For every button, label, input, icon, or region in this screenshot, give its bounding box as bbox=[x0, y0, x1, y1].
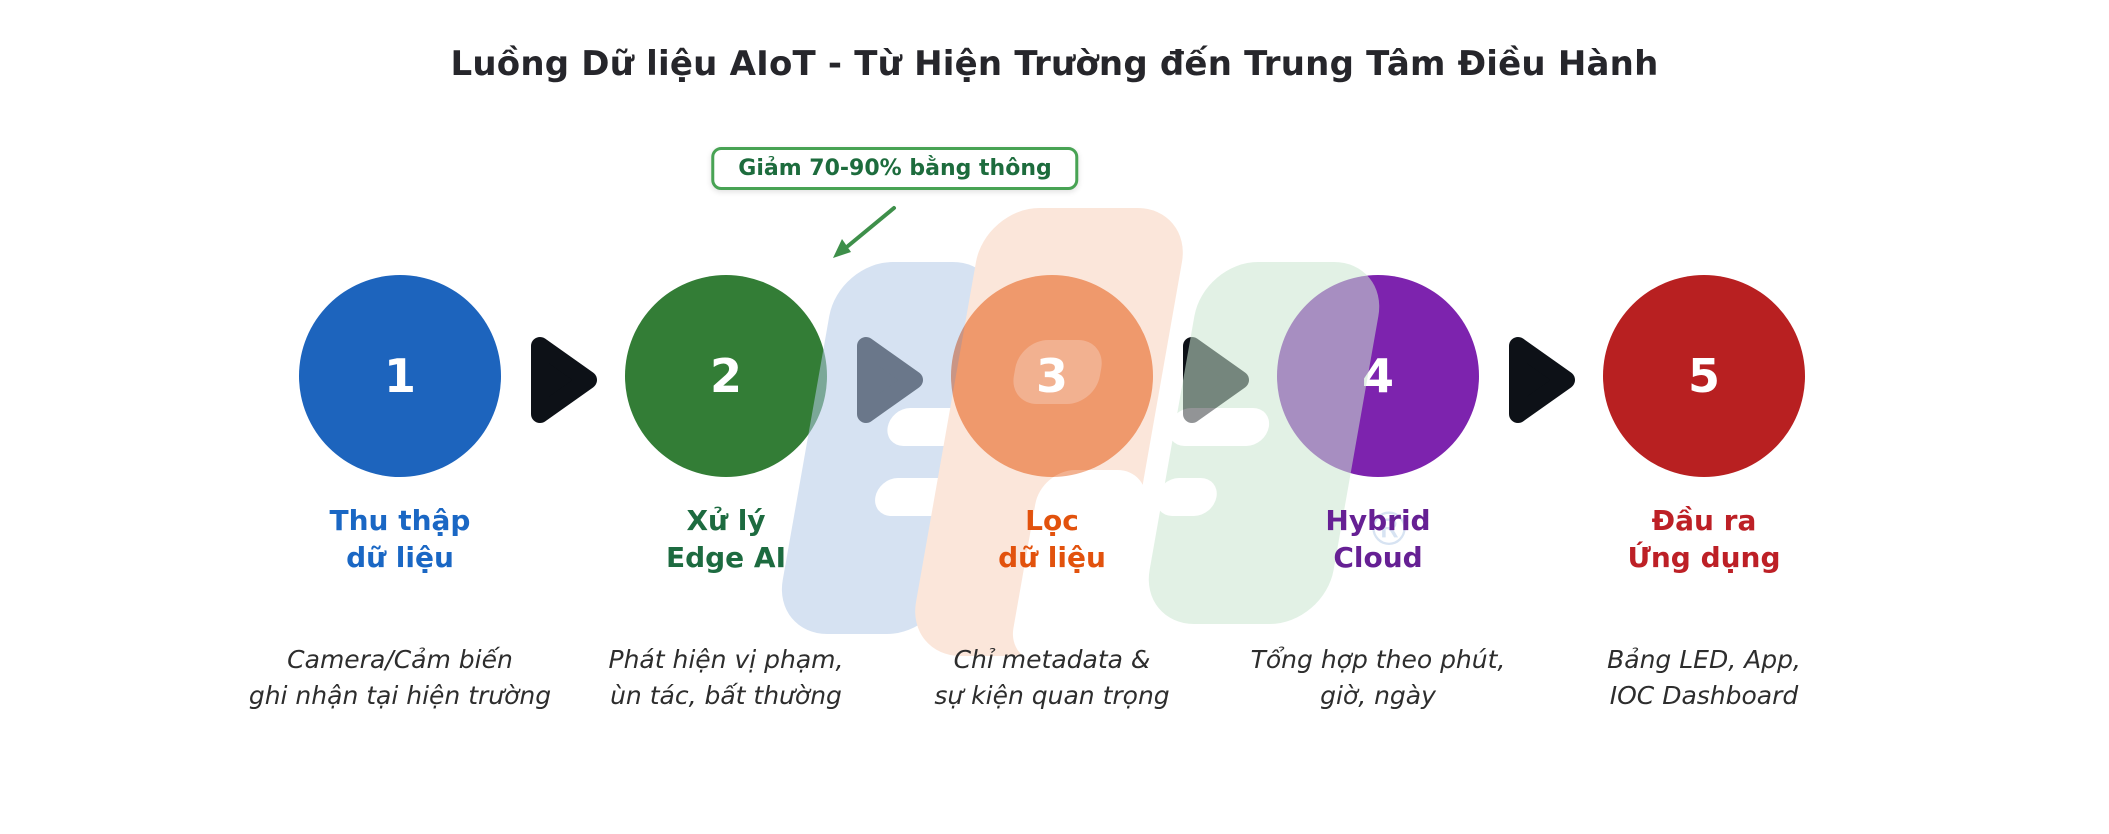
step-3-description: Chỉ metadata & sự kiện quan trọng bbox=[934, 645, 1170, 710]
step-4-description: Tổng hợp theo phút, giờ, ngày bbox=[1250, 645, 1506, 710]
step-2-description: Phát hiện vị phạm, ùn tác, bất thường bbox=[608, 645, 844, 710]
flow-arrow-icon bbox=[1183, 337, 1249, 423]
step-1-number: 1 bbox=[383, 349, 416, 403]
step-2-number: 2 bbox=[709, 349, 742, 403]
step-3-circle: 3 bbox=[951, 275, 1153, 477]
step-4-label: Hybrid Cloud bbox=[1325, 504, 1431, 574]
step-2-label: Xử lý Edge AI bbox=[665, 504, 787, 574]
step-3-number: 3 bbox=[1035, 349, 1068, 403]
step-5-circle: 5 bbox=[1603, 275, 1805, 477]
step-2-circle: 2 bbox=[625, 275, 827, 477]
annotation-arrow-icon bbox=[833, 206, 896, 258]
step-1-description: Camera/Cảm biến ghi nhận tại hiện trường bbox=[248, 645, 552, 710]
step-5-description: Bảng LED, App, IOC Dashboard bbox=[1607, 645, 1801, 710]
step-1-label: Thu thập dữ liệu bbox=[329, 504, 471, 574]
step-5-number: 5 bbox=[1687, 349, 1720, 403]
step-4-circle: 4 bbox=[1277, 275, 1479, 477]
step-5-label: Đầu ra Ứng dụng bbox=[1627, 504, 1781, 574]
flow-arrow-icon bbox=[1509, 337, 1575, 423]
step-3-label: Lọc dữ liệu bbox=[998, 504, 1106, 574]
flow-arrow-icon bbox=[531, 337, 597, 423]
bandwidth-reduction-badge: Giảm 70-90% bằng thông bbox=[711, 147, 1079, 190]
step-4-number: 4 bbox=[1361, 349, 1394, 403]
flow-arrow-icon bbox=[857, 337, 923, 423]
step-1-circle: 1 bbox=[299, 275, 501, 477]
page-title: Luồng Dữ liệu AIoT - Từ Hiện Trường đến … bbox=[450, 44, 1659, 84]
